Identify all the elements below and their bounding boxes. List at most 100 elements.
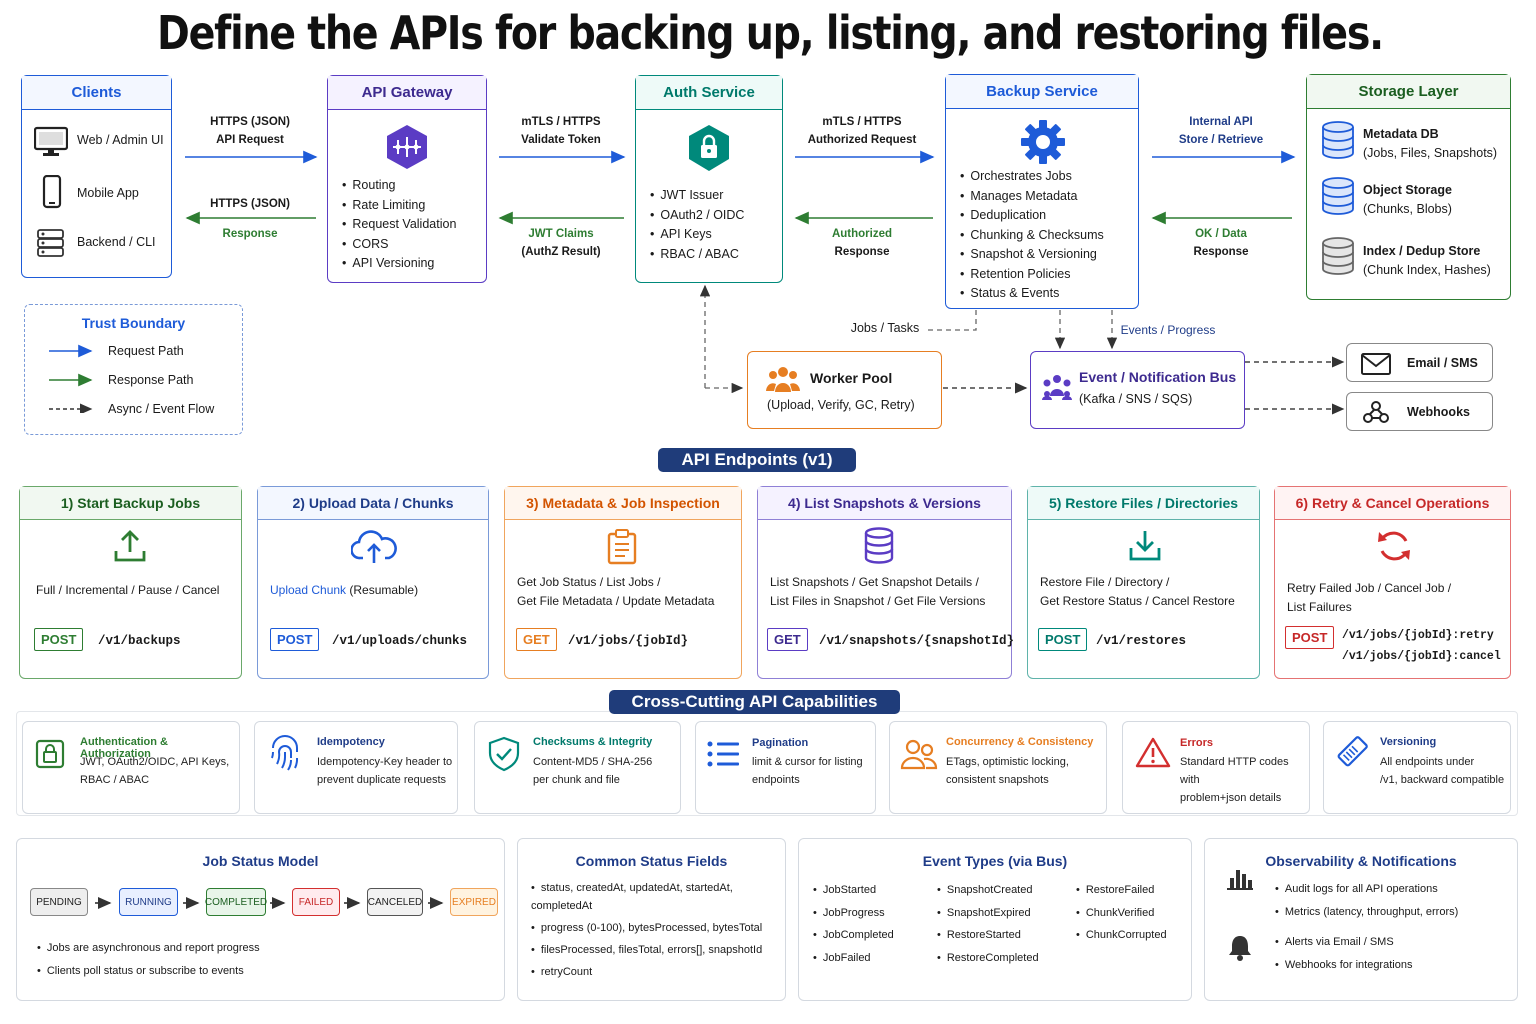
api-gateway-box: API Gateway Routing Rate Limiting Reques… — [327, 75, 487, 283]
warning-icon — [1135, 736, 1171, 773]
gear-icon — [1020, 119, 1066, 170]
database-icon — [1321, 120, 1355, 165]
auth-service-title: Auth Service — [636, 76, 782, 110]
status-fields-list: status, createdAt, updatedAt, startedAt,… — [531, 879, 781, 981]
endpoint-card: 2) Upload Data / Chunks Upload Chunk (Re… — [257, 486, 489, 679]
bar-chart-icon — [1227, 865, 1253, 896]
backup-service-title: Backup Service — [946, 75, 1138, 109]
panel-title: Observability & Notifications — [1265, 853, 1457, 869]
list-icon — [706, 740, 740, 773]
endpoint-path: /v1/jobs/{jobId}:cancel — [1342, 650, 1501, 663]
email-sms-label: Email / SMS — [1407, 356, 1478, 370]
endpoint-title: 5) Restore Files / Directories — [1028, 487, 1259, 520]
http-method-badge: POST — [1038, 628, 1088, 651]
legend-item: Request Path — [108, 344, 184, 358]
gateway-features: Routing Rate Limiting Request Validation… — [342, 176, 456, 274]
storage-layer-box: Storage Layer Metadata DB(Jobs, Files, S… — [1306, 74, 1511, 300]
users-icon — [900, 738, 938, 775]
lock-icon — [35, 737, 65, 774]
capability-desc: ETags, optimistic locking, consistent sn… — [946, 756, 1069, 786]
database-icon — [863, 527, 895, 570]
webhooks-label: Webhooks — [1407, 405, 1470, 419]
http-method-badge: GET — [767, 628, 808, 651]
capability-title: Checksums & Integrity — [533, 736, 653, 748]
backup-feature: Deduplication — [960, 206, 1104, 226]
endpoint-path: /v1/backups — [98, 634, 181, 648]
event-item: JobFailed — [813, 947, 894, 970]
gateway-feature: Rate Limiting — [342, 196, 456, 216]
backup-feature: Chunking & Checksums — [960, 226, 1103, 246]
fingerprint-icon — [268, 734, 302, 777]
status-pill: COMPLETED — [205, 888, 267, 916]
endpoint-path: /v1/uploads/chunks — [332, 634, 468, 648]
endpoints-banner: API Endpoints (v1) — [658, 448, 856, 472]
panel-title: Common Status Fields — [575, 853, 728, 869]
endpoint-title: 3) Metadata & Job Inspection — [505, 487, 741, 520]
auth-feature: OAuth2 / OIDC — [650, 206, 744, 226]
observability-list: Alerts via Email / SMS Webhooks for inte… — [1275, 931, 1413, 976]
observability-list: Audit logs for all API operations Metric… — [1275, 878, 1458, 923]
endpoint-path: /v1/jobs/{jobId} — [568, 634, 689, 648]
field-item: retryCount — [531, 963, 781, 981]
event-item: ChunkVerified — [1076, 902, 1167, 925]
status-flow-arrows — [95, 897, 444, 909]
http-method-badge: POST — [34, 628, 84, 651]
gateway-feature: CORS — [342, 235, 456, 255]
storage-item: Object Storage(Chunks, Blobs) — [1363, 183, 1452, 216]
users-icon — [766, 365, 800, 398]
panel-title: Event Types (via Bus) — [922, 853, 1068, 869]
cloud-upload-icon — [350, 529, 397, 570]
event-item: ChunkCorrupted — [1076, 924, 1167, 947]
edge-label: HTTPS (JSON)API Request — [210, 116, 290, 146]
gateway-feature: Request Validation — [342, 215, 456, 235]
capability-card: Idempotency Idempotency-Key header to pr… — [254, 721, 458, 814]
auth-feature: RBAC / ABAC — [650, 245, 744, 265]
gateway-hex-icon — [383, 123, 431, 176]
panel-title: Job Status Model — [202, 853, 319, 869]
endpoint-path: /v1/restores — [1096, 634, 1187, 648]
endpoint-desc: Upload Chunk (Resumable) — [270, 583, 419, 597]
observability-item: Metrics (latency, throughput, errors) — [1275, 901, 1458, 924]
legend-box: Trust Boundary Request Path Response Pat… — [24, 304, 243, 435]
event-item: JobCompleted — [813, 924, 894, 947]
download-icon — [1127, 528, 1163, 569]
architecture-connectors — [185, 150, 1345, 415]
event-column: SnapshotCreated SnapshotExpired RestoreS… — [937, 879, 1039, 969]
webhook-icon — [1363, 400, 1389, 429]
legend-item: Response Path — [108, 373, 194, 387]
capability-desc: JWT, OAuth2/OIDC, API Keys, RBAC / ABAC — [80, 756, 230, 786]
async-arrow — [928, 310, 977, 331]
capability-desc: All endpoints under /v1, backward compat… — [1380, 756, 1505, 786]
database-icon — [1321, 176, 1355, 221]
cross-cutting-banner: Cross-Cutting API Capabilities — [609, 690, 900, 714]
field-item: progress (0-100), bytesProcessed, bytesT… — [531, 919, 781, 937]
client-item: Mobile App — [77, 186, 139, 200]
endpoint-desc: Restore File / Directory / Get Restore S… — [1040, 575, 1235, 608]
event-bus-title: Event / Notification Bus — [1079, 369, 1237, 385]
legend-title: Trust Boundary — [81, 315, 186, 331]
status-pill: EXPIRED — [450, 888, 498, 916]
upload-icon — [112, 529, 148, 570]
backup-feature: Manages Metadata — [960, 187, 1104, 207]
worker-pool-title: Worker Pool — [810, 370, 893, 386]
endpoint-card: 4) List Snapshots & Versions List Snapsh… — [757, 486, 1014, 679]
legend-item: Async / Event Flow — [108, 402, 215, 416]
endpoint-title: 1) Start Backup Jobs — [20, 487, 241, 520]
event-bus-box: Event / Notification Bus (Kafka / SNS / … — [1030, 351, 1245, 429]
worker-pool-desc: (Upload, Verify, GC, Retry) — [767, 398, 915, 412]
backup-feature: Retention Policies — [960, 265, 1104, 285]
capability-desc: Content-MD5 / SHA-256 per chunk and file — [533, 756, 653, 786]
edge-label: JWT Claims(AuthZ Result) — [521, 228, 601, 258]
capability-card: Checksums & Integrity Content-MD5 / SHA-… — [474, 721, 681, 814]
field-item: filesProcessed, filesTotal, errors[], sn… — [531, 941, 781, 959]
auth-feature: API Keys — [650, 225, 744, 245]
event-item: RestoreCompleted — [937, 947, 1039, 970]
status-pill: CANCELED — [367, 888, 423, 916]
auth-service-box: Auth Service JWT Issuer OAuth2 / OIDC AP… — [635, 75, 783, 283]
capability-card: Pagination limit & cursor for listing en… — [695, 721, 876, 814]
note-item: Jobs are asynchronous and report progres… — [37, 937, 260, 960]
event-item: RestoreFailed — [1076, 879, 1167, 902]
